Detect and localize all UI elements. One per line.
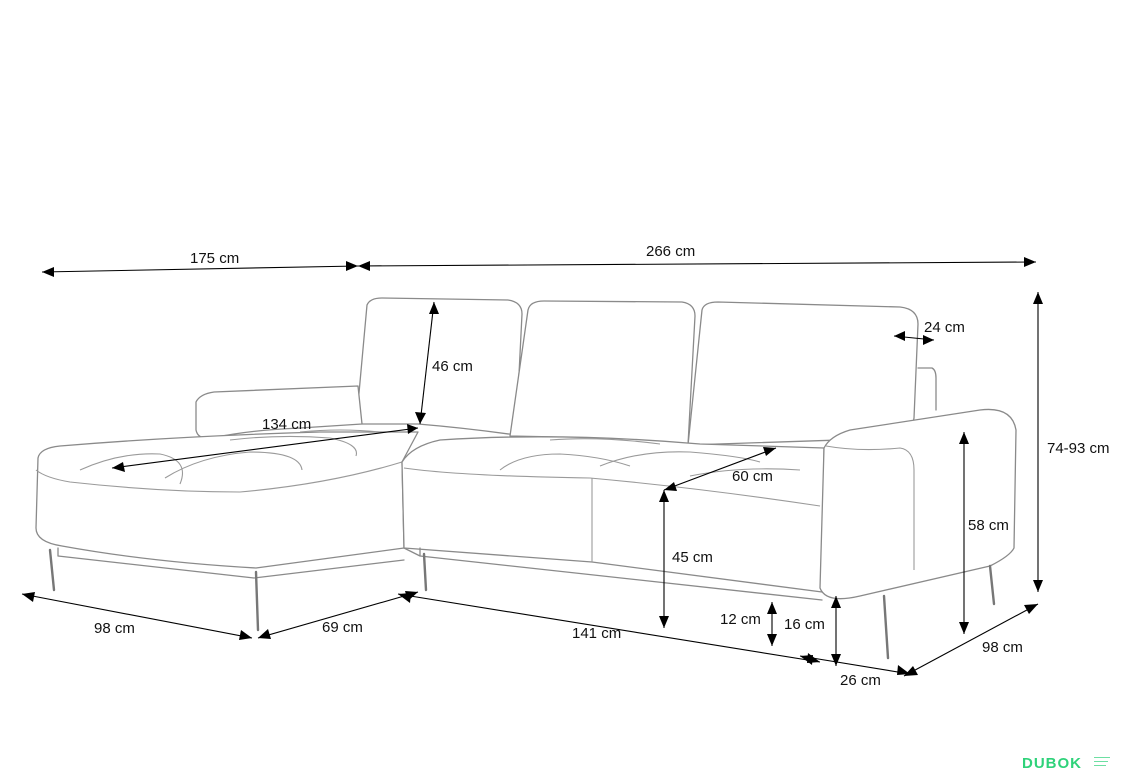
chaise-tuft-2: [164, 451, 303, 479]
arrow-12-bottom: [767, 634, 777, 646]
arrow-266-right: [1024, 257, 1036, 267]
label-seat-height: 45 cm: [672, 549, 713, 566]
sofa-back-frame-right: [917, 367, 937, 411]
label-chaise-offset: 69 cm: [322, 619, 363, 636]
arrow-58-top: [959, 432, 969, 444]
arrow-175-left: [42, 267, 54, 277]
seat-front-edge: [403, 467, 821, 507]
label-cushion-thickness: 24 cm: [924, 319, 965, 336]
label-total-width: 266 cm: [646, 243, 695, 260]
arrow-58-bottom: [959, 622, 969, 634]
arrow-45-bottom: [659, 616, 669, 628]
label-armrest-height: 58 cm: [968, 517, 1009, 534]
arrow-98l-right: [239, 630, 252, 640]
chaise-tuft-4: [299, 429, 381, 433]
chaise-base: [57, 547, 405, 579]
brand-logo-text: DUBOK: [1022, 755, 1082, 772]
sofa-drawing: [35, 297, 1017, 660]
leg-chaise-front-right: [254, 570, 260, 632]
arrow-141-left: [398, 593, 411, 603]
arrow-60-left: [664, 482, 677, 491]
label-leg-height: 16 cm: [784, 616, 825, 633]
arrow-26-left: [800, 655, 813, 665]
right-armrest: [819, 408, 1017, 600]
chaise-tuft-1: [79, 453, 184, 485]
arrow-74-93-top: [1033, 292, 1043, 304]
label-armrest-width: 26 cm: [840, 672, 881, 689]
label-backrest-height: 46 cm: [432, 358, 473, 375]
arrow-26-right: [897, 665, 910, 675]
dim-line-175: [41, 265, 359, 273]
dim-line-141: [397, 593, 821, 663]
chaise-tuft-3: [229, 435, 358, 457]
dim-line-46: [419, 301, 435, 425]
label-underframe-clearance: 12 cm: [720, 611, 761, 628]
arrow-12-top: [767, 602, 777, 614]
arrow-98r-left: [904, 666, 918, 676]
brand-logo-tagline-mark-3: [1094, 765, 1106, 766]
label-chaise-width: 98 cm: [94, 620, 135, 637]
arrow-16-bottom: [831, 654, 841, 666]
label-total-depth: 98 cm: [982, 639, 1023, 656]
back-cushion-middle: [509, 300, 696, 446]
arrow-16-top: [831, 596, 841, 608]
main-seat: [401, 436, 825, 593]
arrow-134-left: [112, 462, 125, 472]
arrow-69-left: [258, 629, 271, 639]
dim-line-266: [357, 261, 1037, 267]
brand-logo-tagline-mark: [1094, 757, 1110, 758]
arrow-60-right: [763, 447, 776, 456]
chaise-front-edge: [35, 461, 403, 493]
brand-logo: DUBOK: [1022, 755, 1110, 772]
label-main-seat-width: 141 cm: [572, 625, 621, 642]
arrow-175-right: [346, 261, 358, 271]
label-chaise-seat-depth: 134 cm: [262, 416, 311, 433]
leg-chaise-front-left: [48, 548, 56, 592]
back-cushion-right: [687, 301, 919, 446]
dim-line-26: [799, 655, 911, 675]
arrow-24-left: [894, 331, 905, 341]
seat-tuft-4: [689, 468, 801, 477]
dim-line-69: [257, 591, 419, 639]
label-seat-depth: 60 cm: [732, 468, 773, 485]
dim-line-98-left: [21, 593, 253, 639]
arrow-46-top: [429, 302, 439, 314]
arrow-134-right: [407, 424, 418, 434]
chaise-lounge: [35, 431, 419, 569]
sofa-base-plinth: [403, 547, 823, 601]
leg-seat-left: [422, 552, 428, 592]
dimension-lines: [21, 257, 1043, 677]
arrow-24-right: [923, 335, 934, 345]
seat-tuft-3: [549, 438, 661, 445]
seat-tuft-2: [599, 451, 761, 467]
label-chaise-length: 175 cm: [190, 250, 239, 267]
arrow-266-left: [358, 261, 370, 271]
dim-line-134: [111, 427, 419, 469]
brand-logo-tagline-mark-2: [1094, 761, 1108, 762]
dim-line-98-right: [903, 603, 1039, 677]
dimension-labels: 175 cm 266 cm 46 cm 134 cm 24 cm 74-93 c…: [94, 243, 1110, 689]
leg-armrest-back: [988, 564, 996, 606]
arrow-45-top: [659, 490, 669, 502]
arrow-46-bottom: [415, 412, 426, 424]
leg-seat-right: [882, 594, 890, 660]
dim-line-60: [663, 447, 777, 491]
seat-tuft-1: [499, 453, 631, 471]
right-armrest-top-edge: [825, 445, 915, 570]
arrow-74-93-bottom: [1033, 580, 1043, 592]
arrow-98l-left: [22, 592, 35, 602]
arrow-98r-right: [1024, 604, 1038, 614]
label-total-height: 74-93 cm: [1047, 440, 1110, 457]
